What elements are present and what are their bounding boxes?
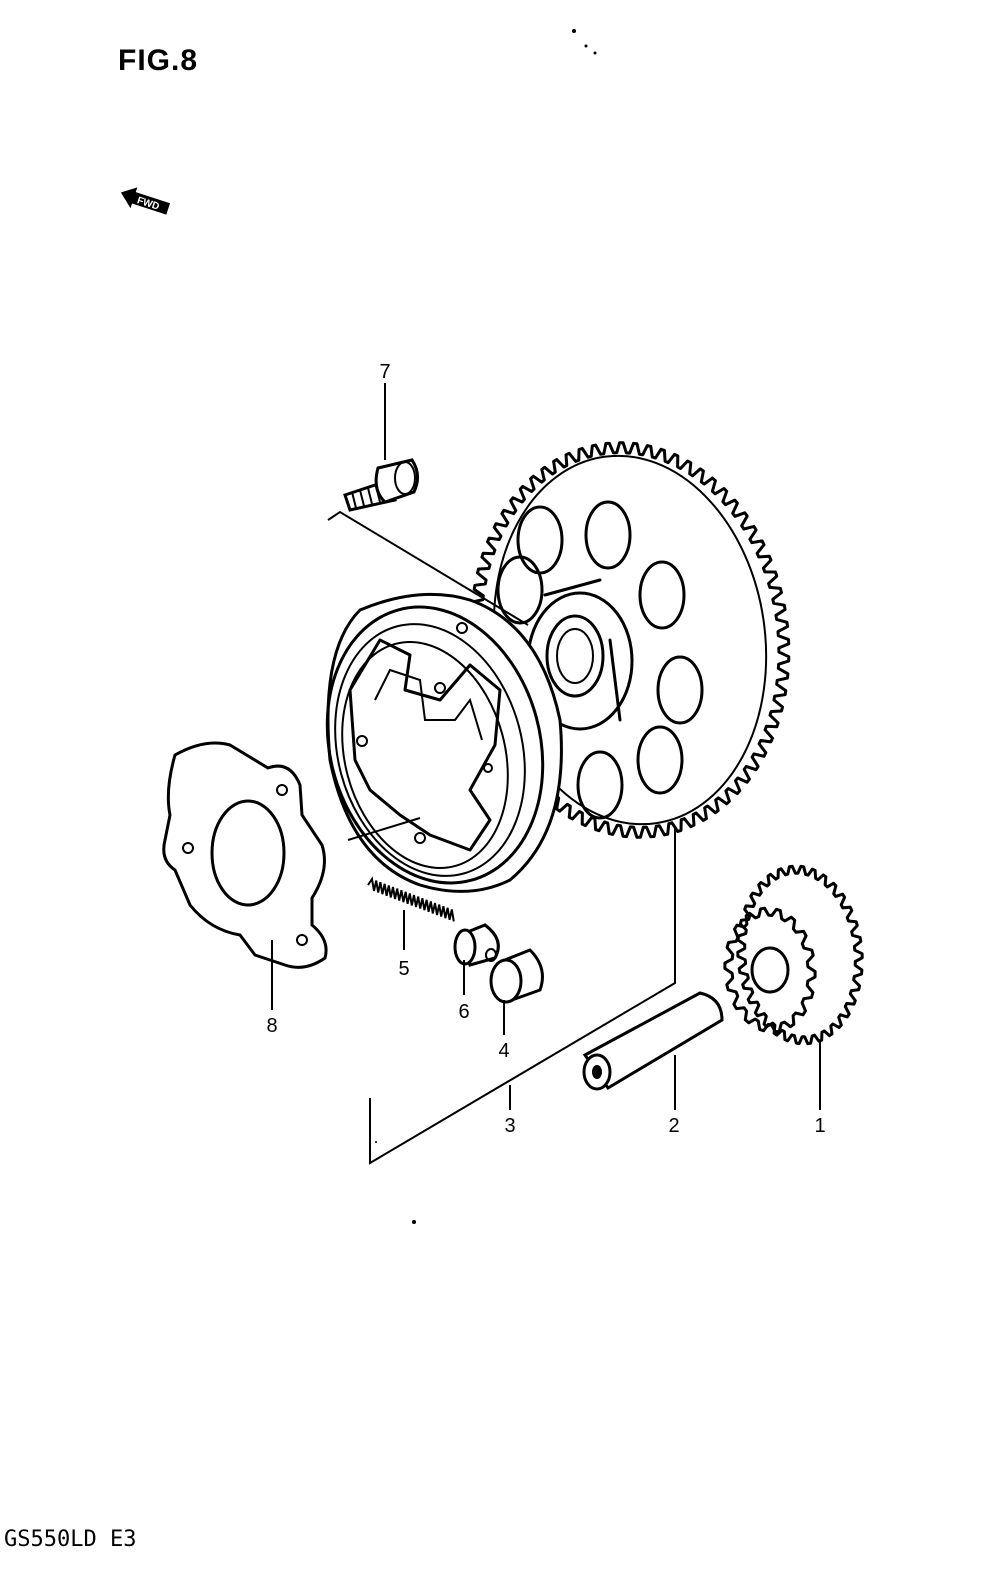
gear-hole bbox=[656, 655, 704, 725]
callout-numbers: 7 8 5 6 4 3 2 1 bbox=[266, 361, 825, 1137]
starter-clutch-housing bbox=[325, 592, 563, 893]
callout-4: 4 bbox=[498, 1040, 509, 1062]
callout-3: 3 bbox=[504, 1115, 515, 1137]
gear-hole bbox=[516, 505, 564, 575]
figure-title: FIG.8 bbox=[118, 44, 199, 77]
callout-7: 7 bbox=[379, 361, 390, 383]
idle-gear bbox=[723, 864, 864, 1046]
callout-8: 8 bbox=[266, 1015, 277, 1037]
gear-hole bbox=[636, 725, 684, 795]
leader-lines bbox=[271, 383, 821, 1165]
forward-arrow-icon: FWD bbox=[120, 187, 171, 215]
callout-2: 2 bbox=[668, 1115, 679, 1137]
callout-6: 6 bbox=[458, 1001, 469, 1023]
forward-arrow-label: FWD bbox=[136, 195, 161, 213]
gear-hole bbox=[638, 560, 686, 630]
gear-hole bbox=[576, 750, 624, 820]
idler-shaft bbox=[582, 991, 724, 1091]
plate-washer bbox=[162, 741, 328, 969]
gear-hole bbox=[584, 500, 632, 570]
callout-5: 5 bbox=[398, 958, 409, 980]
scan-specks bbox=[375, 29, 597, 1224]
callout-1: 1 bbox=[814, 1115, 825, 1137]
roller bbox=[489, 948, 544, 1004]
spring bbox=[367, 876, 455, 922]
model-code: GS550LD E3 bbox=[4, 1527, 137, 1552]
gear-hole bbox=[496, 555, 544, 625]
roller-cap bbox=[453, 923, 500, 967]
bolt bbox=[343, 458, 419, 512]
